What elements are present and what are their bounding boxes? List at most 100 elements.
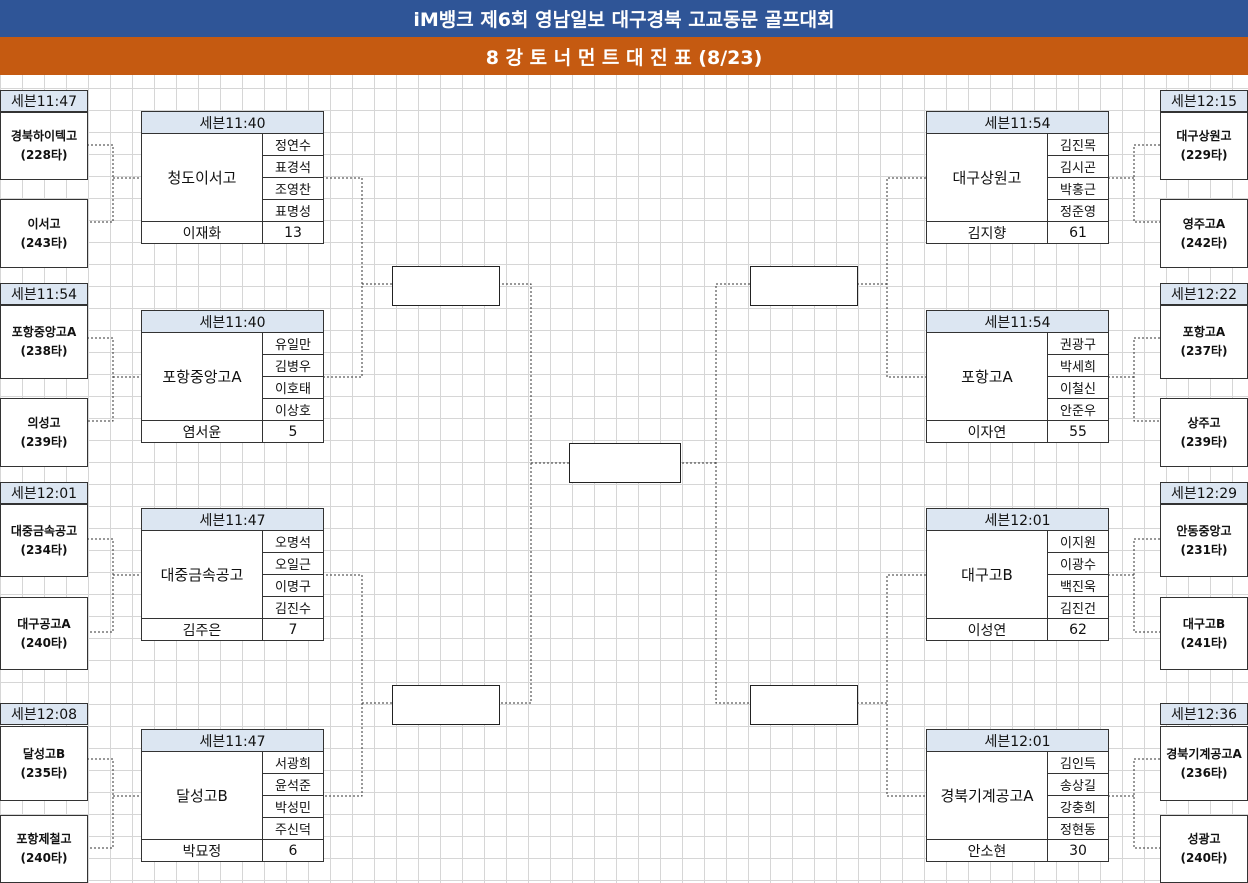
right-qualifier-4-2: 성광고(240타) [1160,815,1248,883]
right-qualifier-2-1: 포항고A(237타) [1160,305,1248,379]
coach-name: 이재화 [142,222,263,243]
player-name: 윤석준 [263,774,323,796]
right-match-time-2: 세븐11:54 [926,310,1109,333]
player-name: 이광수 [1048,553,1108,575]
right-qualifier-3-2: 대구고B(241타) [1160,597,1248,670]
connector-left-2 [87,337,141,422]
team-score: (237타) [1180,344,1228,358]
match-number: 13 [284,224,302,241]
semifinal-slot-right-bottom [750,685,858,725]
team-name: 상주고 [1187,415,1221,430]
left-tee-time-3: 세븐12:01 [0,482,88,504]
match-team-name: 포항고A [927,333,1048,420]
team-score: (228타) [20,148,68,162]
player-name: 송상길 [1048,774,1108,796]
player-name: 서광희 [263,752,323,774]
left-match-time-3: 세븐11:47 [141,508,324,531]
right-tee-time-4: 세븐12:36 [1160,703,1248,725]
connector-left-final [498,283,569,704]
final-slot [569,443,681,483]
team-name: 경북하이텍고 [10,129,78,143]
connector-right-3 [1107,538,1160,633]
right-tee-time-1: 세븐12:15 [1160,90,1248,112]
team-name: 대구고B [1182,616,1226,631]
player-name: 박세희 [1048,355,1108,377]
player-name: 오일근 [263,553,323,575]
player-name: 정현동 [1060,823,1096,838]
player-name: 정연수 [263,134,323,156]
left-qualifier-2-2: 의성고(239타) [0,398,88,467]
right-qualifier-2-2: 상주고 (239타) [1160,398,1248,467]
team-name: 달성고B [22,746,66,761]
left-tee-time-4: 세븐12:08 [0,703,88,725]
team-score: (240타) [20,851,68,865]
left-qualifier-4-2: 포항제철고(240타) [0,815,88,883]
left-qualifier-3-2: 대구공고A(240타) [0,597,88,670]
semifinal-slot-right-top [750,266,858,306]
connector-right-4 [1107,758,1160,849]
player-name: 표명성 [275,205,311,220]
right-qualifier-3-1: 안동중앙고(231타) [1160,504,1248,577]
semifinal-slot-left-bottom [392,685,500,725]
match-team-name: 경북기계공고A [927,752,1048,839]
team-score: (239타) [1180,434,1228,449]
connector-right-semi-top [856,177,926,378]
player-name: 김인득 [1048,752,1108,774]
connector-left-semi-bottom [322,574,392,797]
player-name: 김시곤 [1048,156,1108,178]
left-match-footer-1: 이재화 13 [141,221,324,244]
player-name: 이명구 [263,575,323,597]
right-tee-time-2: 세븐12:22 [1160,283,1248,305]
connector-left-1 [87,144,141,223]
match-number: 62 [1069,621,1087,638]
match-number: 6 [288,842,298,859]
coach-name: 박묘정 [142,840,263,861]
left-qualifier-1-1: 경북하이텍고 (228타) [0,112,88,180]
left-qualifier-1-2: 이서고 (243타) [0,199,88,268]
player-name: 주신덕 [275,823,311,838]
player-name: 이철신 [1048,377,1108,399]
left-qualifier-4-1: 달성고B (235타) [0,726,88,801]
right-match-time-1: 세븐11:54 [926,111,1109,134]
match-team-name: 대구상원고 [927,134,1048,221]
team-name: 이서고 [27,216,61,231]
team-score: (229타) [1180,148,1228,162]
connector-right-final [679,283,750,704]
team-score: (235타) [20,765,68,780]
left-match-time-4: 세븐11:47 [141,729,324,752]
right-match-time-3: 세븐12:01 [926,508,1109,531]
player-name: 권광구 [1048,333,1108,355]
player-name: 김진목 [1048,134,1108,156]
left-qualifier-3-1: 대중금속공고 (234타) [0,504,88,577]
match-number: 5 [288,423,298,440]
player-name: 표경석 [263,156,323,178]
player-name: 박성민 [263,796,323,818]
team-name: 대구상원고 [1176,129,1232,143]
player-name: 김진건 [1060,602,1096,617]
team-score: (242타) [1180,235,1228,250]
team-name: 경북기계공고A [1166,746,1242,761]
team-score: (238타) [20,344,68,358]
connector-left-4 [87,758,141,849]
match-number: 61 [1069,224,1087,241]
player-name: 이지원 [1048,531,1108,553]
team-name: 대중금속공고 [10,523,78,538]
player-name: 김진수 [275,602,311,617]
player-name: 이상호 [275,404,311,419]
connector-left-3 [87,538,141,633]
match-team-name: 청도이서고 [142,134,263,221]
right-match-time-4: 세븐12:01 [926,729,1109,752]
left-tee-time-2: 세븐11:54 [0,283,88,305]
team-score: (243타) [20,235,68,250]
player-name: 박홍근 [1048,178,1108,200]
team-score: (234타) [20,542,68,557]
